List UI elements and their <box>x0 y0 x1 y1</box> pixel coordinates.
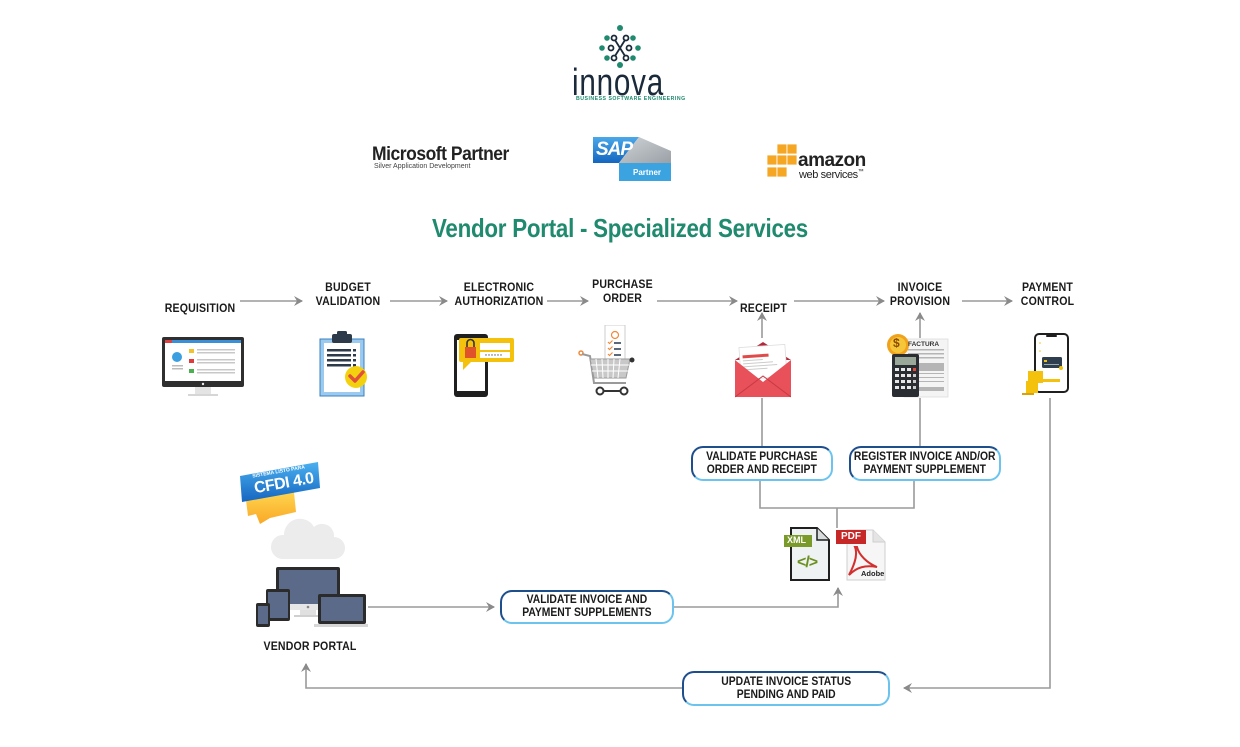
cfdi-badge: SISTEMA LISTO PARA CFDI 4.0 <box>240 462 322 524</box>
xml-label: XML <box>787 535 806 545</box>
step-label-line1: PAYMENT <box>1021 280 1074 294</box>
pdf-label: PDF <box>841 531 861 542</box>
innova-tagline: BUSINESS SOFTWARE ENGINEERING <box>576 96 686 102</box>
sap-partner-label: Partner <box>633 168 662 177</box>
update-invoice-status-node: UPDATE INVOICE STATUS PENDING AND PAID <box>682 671 890 706</box>
step-label-line2: PROVISION <box>889 294 951 308</box>
aws-trademark: ™ <box>857 169 864 175</box>
register-invoice-node: REGISTER INVOICE AND/OR PAYMENT SUPPLEME… <box>849 446 1001 481</box>
mobile-payment-icon <box>1022 333 1069 395</box>
node-text-line2: PENDING AND PAID <box>736 688 836 701</box>
page-title: Vendor Portal - Specialized Services <box>432 213 808 243</box>
step-electronic-authorization-label: ELECTRONIC AUTHORIZATION <box>450 280 549 308</box>
node-text-line1: VALIDATE PURCHASE <box>706 450 818 463</box>
shopping-cart-icon <box>578 325 635 396</box>
step-label-line2: ORDER <box>602 291 643 305</box>
sap-logo-icon <box>593 137 671 181</box>
aws-logo-text: amazon <box>798 150 866 171</box>
step-invoice-provision-label: INVOICE PROVISION <box>876 280 964 308</box>
step-label-line2: RECEIPT <box>739 301 787 315</box>
xml-file-graphic <box>784 527 830 581</box>
node-text-line1: REGISTER INVOICE AND/OR <box>854 450 996 463</box>
calculator-invoice-icon: $ FACTURA <box>884 333 952 399</box>
step-label-line1: INVOICE <box>897 280 943 294</box>
step-label-line1 <box>156 287 244 301</box>
sap-partner-logo: SAP Partner <box>593 137 671 183</box>
microsoft-partner-subtitle: Silver Application Development <box>374 163 471 170</box>
step-label-line2: CONTROL <box>1020 294 1075 308</box>
monitor-icon <box>162 337 244 396</box>
node-text-line1: VALIDATE INVOICE AND <box>526 594 648 606</box>
devices-icon <box>256 567 368 627</box>
arrow-validate-to-docs <box>674 587 843 608</box>
step-payment-control-label: PAYMENT CONTROL <box>1006 280 1090 308</box>
arrow-payment-to-update <box>903 398 1051 693</box>
validate-invoice-node: VALIDATE INVOICE AND PAYMENT SUPPLEMENTS <box>500 590 674 624</box>
step-label-line1: BUDGET <box>325 280 371 294</box>
adobe-label: Adobe <box>861 569 885 578</box>
dollar-sign-icon: $ <box>893 336 900 350</box>
aws-web-services: web services <box>799 169 858 181</box>
pdf-file-graphic <box>836 529 886 581</box>
node-text-line2: PAYMENT SUPPLEMENT <box>863 463 987 476</box>
calculator-invoice-graphic <box>887 334 949 398</box>
node-text-line1: UPDATE INVOICE STATUS <box>721 675 851 688</box>
step-purchase-order-label: PURCHASE ORDER <box>581 277 665 305</box>
step-requisition-label: REQUISITION <box>156 287 244 315</box>
factura-label: FACTURA <box>908 341 940 348</box>
step-receipt-label: RECEIPT <box>722 287 806 315</box>
aws-logo-subtitle: web services™ <box>799 169 864 181</box>
validate-po-receipt-node: VALIDATE PURCHASE ORDER AND RECEIPT <box>691 446 833 481</box>
step-label-line1: ELECTRONIC <box>463 280 535 294</box>
microsoft-partner-logo: Microsoft Partner <box>372 144 509 165</box>
cfdi-ribbon-graphic <box>240 462 320 524</box>
envelope-icon <box>735 342 791 398</box>
pdf-file-icon: PDF Adobe <box>835 527 887 581</box>
arrow-update-to-portal <box>301 663 682 689</box>
step-label-line1: PURCHASE <box>592 277 653 291</box>
step-budget-validation-label: BUDGET VALIDATION <box>304 280 392 308</box>
node-text-line2: PAYMENT SUPPLEMENTS <box>522 607 652 619</box>
sap-logo-text: SAP <box>596 139 633 160</box>
phone-lock-icon <box>454 334 514 397</box>
cloud-icon <box>270 518 345 559</box>
clipboard-check-icon <box>319 331 367 397</box>
node-text-line2: ORDER AND RECEIPT <box>706 463 818 476</box>
aws-cubes-icon <box>766 143 798 178</box>
innova-logo-text: innova <box>572 62 665 104</box>
code-icon: </> <box>797 554 818 571</box>
step-label-line2: REQUISITION <box>164 301 236 315</box>
bracket-pills-to-docs <box>759 481 915 509</box>
step-label-line1 <box>722 287 806 301</box>
xml-file-icon: XML </> <box>783 527 831 581</box>
vendor-portal-label: VENDOR PORTAL <box>263 639 357 653</box>
innova-logo-mark-icon <box>599 25 641 68</box>
step-label-line2: VALIDATION <box>315 294 381 308</box>
step-label-line2: AUTHORIZATION <box>454 294 544 308</box>
